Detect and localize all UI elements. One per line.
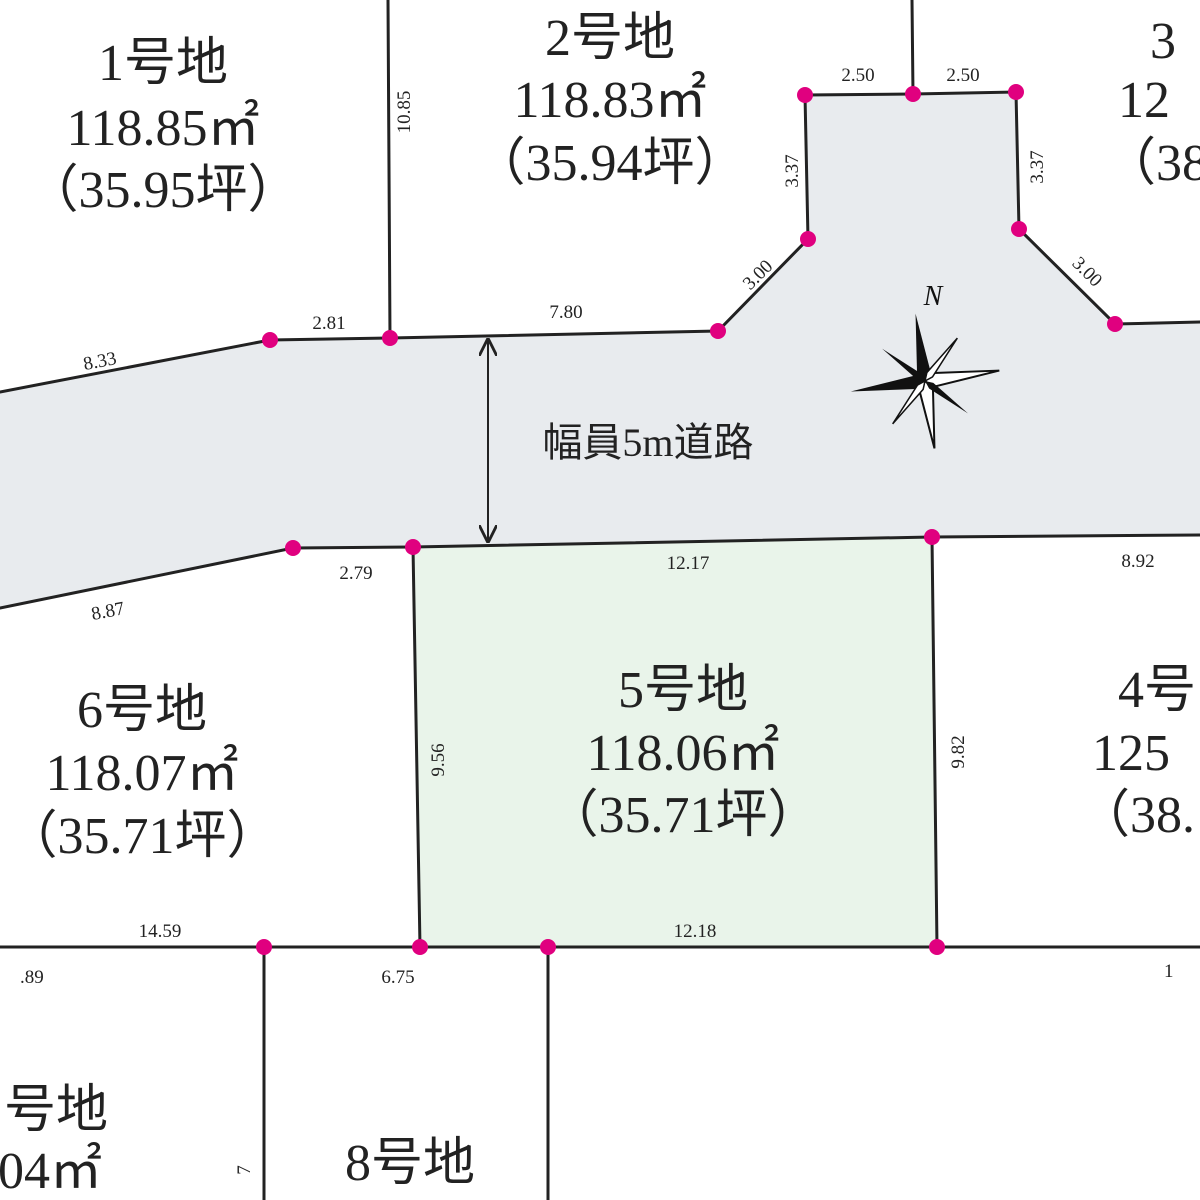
lot-3-tsubo: （38 [1104,135,1200,192]
lot-1-area: 118.85㎡ [66,98,259,157]
lot1-lot2-boundary [386,0,392,340]
dim-2-81: 2.81 [312,313,345,334]
boundary-marker [412,939,428,955]
dim-7-80: 7.80 [549,302,582,323]
lot-6-label: 6号地 118.07㎡ （35.71坪） [5,682,278,865]
dim-0-89: .89 [20,967,44,988]
lot-4-area: 125 [1092,725,1170,782]
lot5-east-boundary [930,535,939,949]
lot-5-label: 5号地 118.06㎡ （35.71坪） [546,662,819,844]
lot-2-area: 118.83㎡ [513,70,706,129]
dim-2-79: 2.79 [339,563,372,584]
boundary-marker [929,939,945,955]
boundary-marker [262,332,278,348]
lot-1-tsubo: （35.95坪） [26,162,299,219]
dim-2-50-b: 2.50 [946,65,979,86]
lot-3-area: 12 [1118,72,1170,129]
lot-6-area: 118.07㎡ [45,743,238,802]
boundary-markers [256,84,1123,955]
boundary-marker [924,529,940,545]
lot-5-area: 118.06㎡ [586,723,779,782]
dim-8-92: 8.92 [1121,551,1154,572]
boundary-marker [905,86,921,102]
north-compass-icon: N [850,281,1000,449]
lot-3-label: 3 12 （38 [1104,13,1200,192]
boundary-marker [382,330,398,346]
boundary-marker [710,323,726,339]
lot-6-name: 6号地 [77,682,207,739]
lot-8-name: 8号地 [345,1135,475,1192]
lot-6-tsubo: （35.71坪） [5,808,278,865]
lot-1-label: 1号地 118.85㎡ （35.95坪） [26,35,299,219]
lot-7-area: 04㎡ [0,1141,102,1200]
dim-7-partial: 7 [234,1165,255,1175]
lot-2-name: 2号地 [545,10,675,67]
dim-12-17: 12.17 [667,553,710,574]
lot-7-name: 号地 [4,1082,108,1139]
lot-5-name: 5号地 [618,662,748,719]
road-label: 幅員5m道路 [542,420,753,465]
dim-9-56: 9.56 [428,743,449,776]
dim-3-37-a: 3.37 [782,154,803,187]
lot-8-label: 8号地 [345,1135,475,1192]
road-area [0,92,1200,608]
lot2-lot3-boundary [910,0,915,96]
dim-14-59: 14.59 [139,921,182,942]
compass-north-label: N [923,281,944,312]
boundary-marker [1011,221,1027,237]
dim-6-75: 6.75 [381,967,414,988]
lot-5-tsubo: （35.71坪） [546,787,819,844]
dim-2-50-a: 2.50 [841,65,874,86]
dim-8-87: 8.87 [90,598,127,625]
lot-1-name: 1号地 [98,35,228,92]
lot-2-tsubo: （35.94坪） [473,135,746,192]
dim-3-37-b: 3.37 [1027,150,1048,183]
lot-7-label: 号地 04㎡ [0,1082,108,1200]
dim-1-partial: 1 [1164,961,1174,982]
lot-4-label: 4号 125 （38. [1078,662,1196,844]
dim-9-82: 9.82 [948,735,969,768]
boundary-marker [800,231,816,247]
boundary-marker [285,540,301,556]
dim-12-18: 12.18 [674,921,717,942]
boundary-marker [797,87,813,103]
dim-10-85: 10.85 [394,91,415,134]
lot5-west-boundary [411,545,422,949]
lot-4-tsubo: （38. [1078,787,1195,844]
boundary-marker [405,539,421,555]
lot-2-label: 2号地 118.83㎡ （35.94坪） [473,10,746,192]
lot-5-area [413,537,937,947]
boundary-marker [1008,84,1024,100]
boundary-marker [256,939,272,955]
boundary-marker [540,939,556,955]
lot-4-name: 4号 [1118,662,1196,719]
lot-3-name: 3 [1150,13,1176,70]
boundary-marker [1107,316,1123,332]
